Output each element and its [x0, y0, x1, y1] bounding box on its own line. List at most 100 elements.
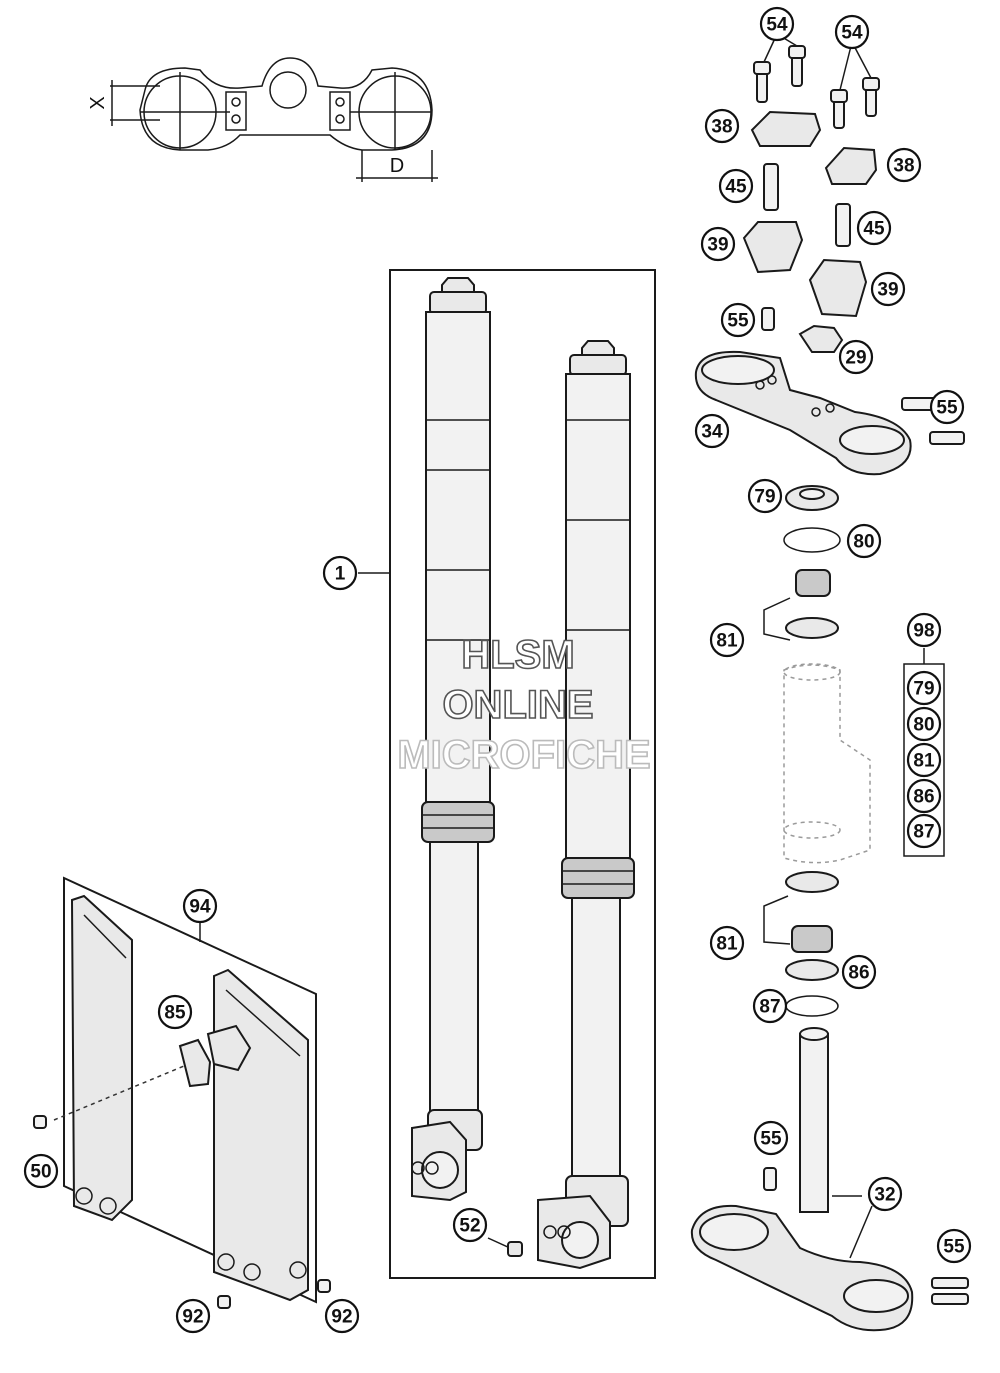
- callout-85: 85: [157, 994, 193, 1030]
- callout-54: 54: [834, 14, 870, 50]
- callout-number: 86: [913, 787, 934, 808]
- callout-number: 80: [853, 532, 874, 553]
- callout-circle: [906, 742, 942, 778]
- lower-triple-clamp-stem: [690, 1027, 969, 1332]
- callout-92: 92: [324, 1298, 360, 1334]
- callout-circle: [322, 555, 358, 591]
- callout-number: 55: [760, 1129, 782, 1150]
- callout-circle: [936, 1228, 972, 1264]
- callout-number: 79: [913, 679, 934, 700]
- callout-1: 1: [322, 555, 358, 591]
- callout-38: 38: [704, 108, 740, 144]
- callout-55: 55: [720, 302, 756, 338]
- callout-number: 55: [727, 311, 749, 332]
- callout-39: 39: [700, 226, 736, 262]
- callout-32: 32: [867, 1176, 903, 1212]
- callout-circle: [856, 210, 892, 246]
- callout-circle: [846, 523, 882, 559]
- callout-number: 87: [913, 822, 934, 843]
- callout-number: 52: [459, 1216, 480, 1237]
- callout-number: 55: [943, 1237, 965, 1258]
- callout-number: 55: [936, 398, 958, 419]
- callout-98: 98: [906, 612, 942, 648]
- callout-circle: [906, 706, 942, 742]
- callout-94: 94: [182, 888, 218, 924]
- callout-circle: [906, 670, 942, 706]
- callout-39: 39: [870, 271, 906, 307]
- callout-number: 98: [913, 621, 934, 642]
- callout-79: 79: [747, 478, 783, 514]
- callout-38: 38: [886, 147, 922, 183]
- callout-number: 45: [725, 177, 747, 198]
- triple-clamp-dimension-view: X D: [87, 57, 438, 182]
- dimension-x-label: X: [87, 96, 109, 109]
- callout-number: 81: [716, 631, 738, 652]
- callout-number: 87: [759, 997, 780, 1018]
- callout-circle: [906, 612, 942, 648]
- callout-circle: [841, 954, 877, 990]
- callout-circle: [709, 622, 745, 658]
- fork-assembly-frame: [389, 269, 656, 1279]
- callout-circle: [700, 226, 736, 262]
- callout-86: 86: [906, 778, 942, 814]
- callout-number: 38: [711, 117, 732, 138]
- callout-34: 34: [694, 413, 730, 449]
- callout-55: 55: [936, 1228, 972, 1264]
- callout-number: 81: [716, 934, 738, 955]
- callout-number: 92: [331, 1307, 352, 1328]
- callout-number: 32: [874, 1185, 895, 1206]
- callout-circle: [906, 778, 942, 814]
- callout-45: 45: [856, 210, 892, 246]
- steering-bearings-upper: [763, 485, 841, 641]
- callout-80: 80: [906, 706, 942, 742]
- callout-circle: [718, 168, 754, 204]
- callout-number: 54: [766, 15, 788, 36]
- watermark: HLSM ONLINE MICROFICHE: [397, 632, 652, 778]
- callout-number: 29: [845, 348, 866, 369]
- watermark-line-3: MICROFICHE: [397, 733, 650, 777]
- callout-number: 1: [335, 564, 346, 585]
- callout-55: 55: [753, 1120, 789, 1156]
- watermark-line-1: HLSM: [461, 633, 574, 677]
- callout-81: 81: [906, 742, 942, 778]
- callout-55: 55: [929, 389, 965, 425]
- upper-triple-clamp: [694, 350, 965, 476]
- callout-79: 79: [906, 670, 942, 706]
- handlebar-clamp-parts: [742, 33, 880, 353]
- callout-circle: [867, 1176, 903, 1212]
- callout-81: 81: [709, 925, 745, 961]
- callout-number: 45: [863, 219, 885, 240]
- callout-circle: [182, 888, 218, 924]
- callout-circle: [929, 389, 965, 425]
- callout-circle: [870, 271, 906, 307]
- callout-number: 81: [913, 751, 935, 772]
- steering-bearings-lower: [763, 871, 839, 1017]
- callout-circle: [23, 1153, 59, 1189]
- callout-number: 34: [701, 422, 723, 443]
- callout-number: 79: [754, 487, 775, 508]
- callout-number: 94: [189, 897, 211, 918]
- callout-92: 92: [175, 1298, 211, 1334]
- callout-circle: [753, 1120, 789, 1156]
- callout-81: 81: [709, 622, 745, 658]
- callout-circle: [704, 108, 740, 144]
- callout-circle: [838, 339, 874, 375]
- callout-circle: [694, 413, 730, 449]
- callout-number: 39: [707, 235, 728, 256]
- callout-54: 54: [759, 6, 795, 42]
- callout-52: 52: [452, 1207, 488, 1243]
- bolt-52: [487, 1237, 523, 1257]
- callout-circle: [720, 302, 756, 338]
- callout-layer: 1 54 54 38 38 45 45 39 39 55 29 55 34 79 80 81 98 79 80 81 8…: [23, 6, 972, 1334]
- callout-circle: [759, 6, 795, 42]
- callout-number: 85: [164, 1003, 186, 1024]
- callout-circle: [452, 1207, 488, 1243]
- callout-circle: [752, 988, 788, 1024]
- dimension-d-label: D: [390, 155, 404, 177]
- callout-circle: [157, 994, 193, 1030]
- callout-50: 50: [23, 1153, 59, 1189]
- fork-guard-assembly: [33, 876, 331, 1309]
- callout-number: 80: [913, 715, 934, 736]
- callout-86: 86: [841, 954, 877, 990]
